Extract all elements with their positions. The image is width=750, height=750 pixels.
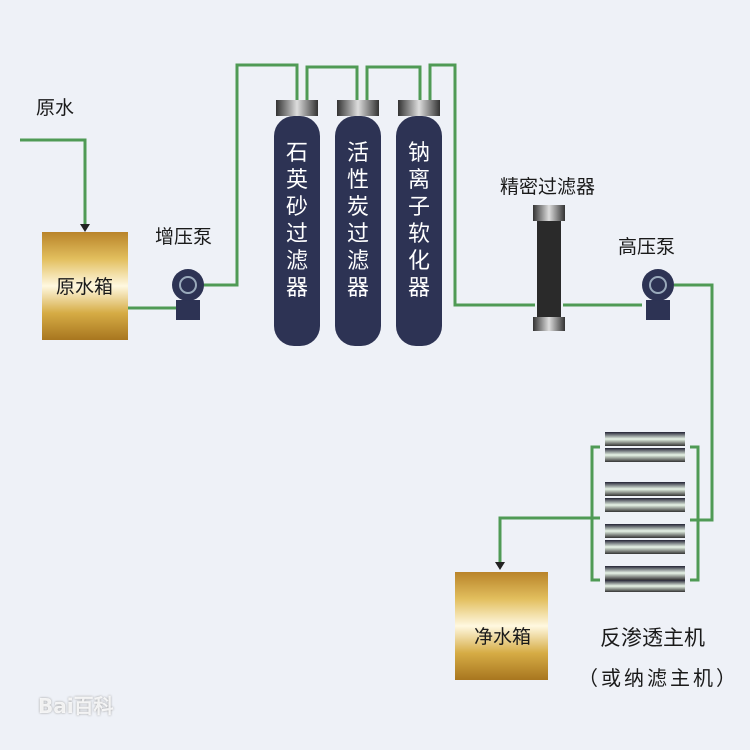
softener-label: 钠离子软化器 — [407, 141, 430, 301]
raw-water-tank — [42, 232, 128, 340]
precision-filter — [533, 205, 565, 331]
raw-water-label: 原水 — [36, 97, 75, 119]
pipes — [20, 63, 714, 582]
booster-pump-label: 增压泵 — [155, 226, 213, 248]
ro-unit-label: 反渗透主机 — [600, 626, 705, 650]
quartz-filter-label: 石英砂过滤器 — [285, 141, 308, 301]
arrow-icon — [80, 224, 90, 232]
high-pressure-pump-label: 高压泵 — [618, 236, 676, 258]
ro-modules — [605, 432, 685, 592]
raw-tank-label: 原水箱 — [56, 276, 114, 298]
arrow-icon — [495, 562, 505, 570]
precision-filter-label: 精密过滤器 — [500, 176, 596, 198]
filter-vessels — [274, 100, 442, 346]
booster-pump-icon — [172, 269, 204, 320]
carbon-filter-label: 活性炭过滤器 — [346, 141, 369, 301]
nf-unit-label: （或纳滤主机） — [578, 666, 739, 690]
pure-tank-label: 净水箱 — [474, 626, 532, 648]
watermark: Bai百科 — [38, 694, 114, 718]
high-pressure-pump-icon — [642, 269, 674, 320]
pure-water-tank — [455, 572, 548, 680]
